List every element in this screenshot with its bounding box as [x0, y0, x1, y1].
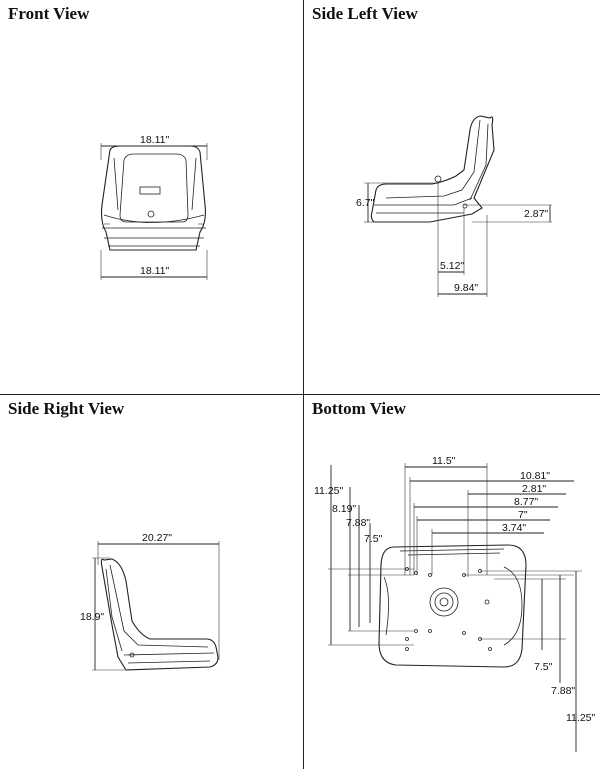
- side-right-length-label: 20.27": [142, 532, 172, 544]
- front-top-width-label: 18.11": [140, 134, 169, 146]
- bottom-dim-2-81: 2.81": [522, 483, 546, 495]
- side-left-depth-inner-label: 5.12": [440, 260, 464, 272]
- bottom-dim-11-25-right: 11.25": [566, 712, 595, 724]
- front-view-drawing: 18.11" 18.11": [100, 134, 208, 280]
- side-left-height-right-label: 2.87": [524, 208, 548, 220]
- bottom-view-title: Bottom View: [312, 399, 406, 418]
- bottom-dim-7-88-right: 7.88": [551, 685, 575, 697]
- side-right-view-title: Side Right View: [8, 399, 125, 418]
- front-view-panel: Front View 18.11" 18.11": [0, 0, 303, 394]
- vertical-divider: [303, 0, 304, 769]
- front-seat-outline: [100, 145, 206, 251]
- side-right-view-panel: Side Right View 20.27" 18.9": [0, 395, 303, 769]
- bottom-dim-7: 7": [518, 509, 528, 521]
- side-left-view-drawing: 6.7" 2.87" 5.12" 9.84": [356, 115, 552, 297]
- bottom-view-panel: Bottom View 11.5" 10.81" 2.81": [304, 395, 600, 769]
- bottom-dim-7-5-right: 7.5": [534, 661, 553, 673]
- horizontal-divider: [0, 394, 600, 395]
- side-right-height-label: 18.9": [80, 611, 104, 623]
- front-bottom-width-label: 18.11": [140, 265, 169, 277]
- bottom-dim-3-74: 3.74": [502, 522, 526, 534]
- side-left-view-title: Side Left View: [312, 4, 418, 23]
- front-view-title: Front View: [8, 4, 90, 23]
- bottom-dim-10-81: 10.81": [520, 470, 550, 482]
- side-right-seat-profile: [100, 558, 219, 671]
- side-left-height-left-label: 6.7": [356, 197, 375, 209]
- bottom-dim-11-5: 11.5": [432, 455, 456, 467]
- side-right-view-drawing: 20.27" 18.9": [80, 532, 220, 671]
- bottom-view-drawing: 11.5" 10.81" 2.81" 8.77" 7" 3.74" 11.25"…: [314, 455, 595, 752]
- bottom-dim-8-77: 8.77": [514, 496, 538, 508]
- bottom-dim-11-25-left: 11.25": [314, 485, 343, 497]
- side-left-seat-profile: [370, 115, 495, 223]
- bottom-center-mount: [429, 587, 459, 617]
- bottom-dim-7-88-left: 7.88": [346, 517, 370, 529]
- bottom-dim-8-19: 8.19": [332, 503, 356, 515]
- bottom-dim-7-5-left: 7.5": [364, 533, 383, 545]
- side-left-depth-outer-label: 9.84": [454, 282, 478, 294]
- side-left-view-panel: Side Left View 6.7" 2.87" 5.12" 9.84": [304, 0, 600, 394]
